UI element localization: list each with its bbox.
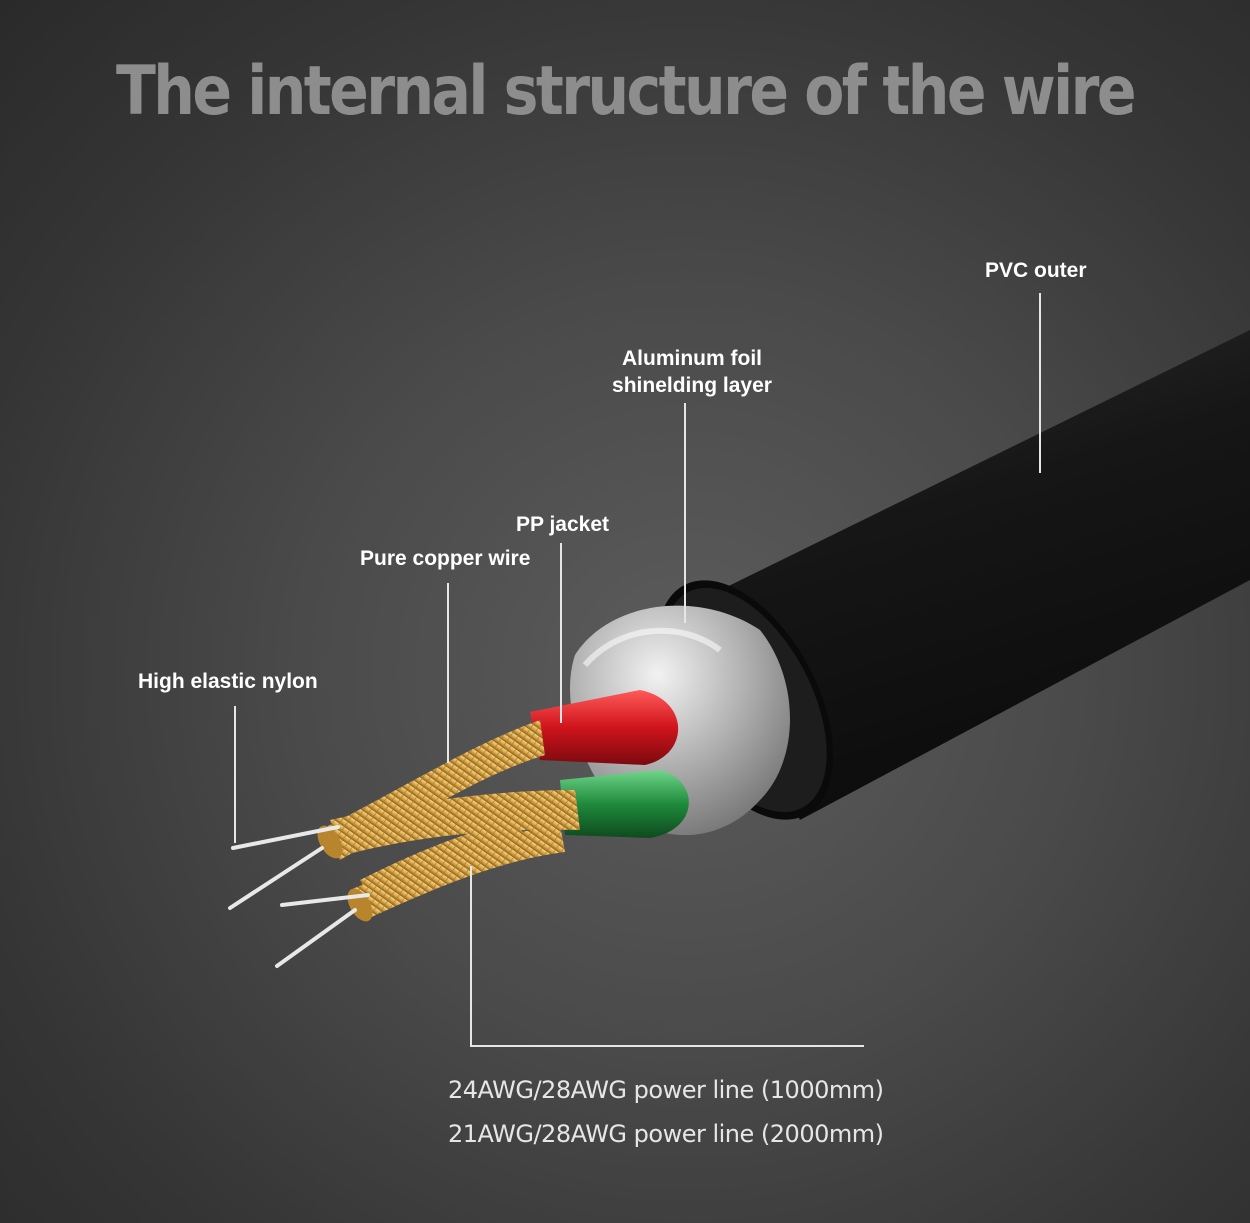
label-aluminum-foil-line2: shinelding layer (612, 374, 772, 397)
leader-lines (234, 293, 1041, 1047)
label-nylon: High elastic nylon (138, 670, 318, 693)
label-aluminum-foil: Aluminum foil shinelding layer (604, 345, 780, 399)
green-wire (560, 770, 689, 838)
page-title: The internal structure of the wire (116, 52, 1137, 131)
label-pvc-outer: PVC outer (985, 259, 1087, 282)
spec-line-2: 21AWG/28AWG power line (2000mm) (448, 1120, 884, 1148)
nylon-filaments (228, 825, 370, 968)
copper-strands (317, 720, 580, 922)
red-wire (530, 690, 679, 765)
label-pp-jacket: PP jacket (516, 513, 610, 536)
label-aluminum-foil-line1: Aluminum foil (622, 347, 762, 370)
label-pure-copper: Pure copper wire (360, 547, 531, 570)
power-line-leader (470, 866, 864, 1047)
spec-line-1: 24AWG/28AWG power line (1000mm) (448, 1076, 884, 1104)
